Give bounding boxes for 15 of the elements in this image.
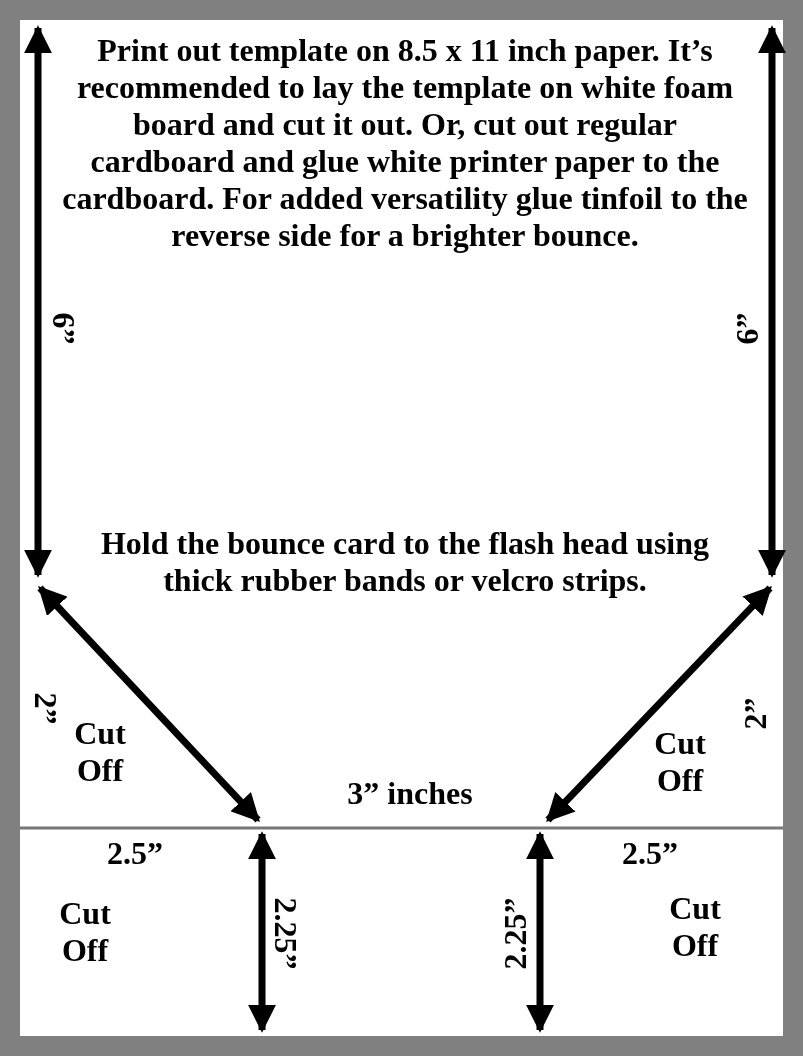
cut-off-label: Cut Off — [653, 725, 707, 799]
cut-off-label: Cut Off — [668, 890, 722, 964]
cut-off-label: Cut Off — [73, 715, 127, 789]
dimension-label: 2.25” — [266, 896, 304, 972]
instruction-text: Print out template on 8.5 x 11 inch paper. It’s recommended to lay the template on white foam board and cut it out. Or, cut out regular cardboard and glue white printer paper to the cardboard. For added versatility glue tinfoil to the reverse side for a brighter bounce. — [61, 32, 749, 254]
dimension-label: 6” — [44, 311, 82, 347]
dimension-label: 2” — [736, 696, 774, 732]
dimension-label: 2.25” — [496, 896, 534, 972]
cut-off-label: Cut Off — [58, 895, 112, 969]
dimension-label: 2.5” — [106, 835, 164, 872]
dimension-label: 6” — [728, 311, 766, 347]
dimension-label: 2.5” — [621, 835, 679, 872]
dimension-label: 2” — [26, 691, 64, 727]
instruction-text: Hold the bounce card to the flash head using thick rubber bands or velcro strips. — [99, 525, 711, 599]
dimension-label: 3” inches — [346, 775, 474, 812]
